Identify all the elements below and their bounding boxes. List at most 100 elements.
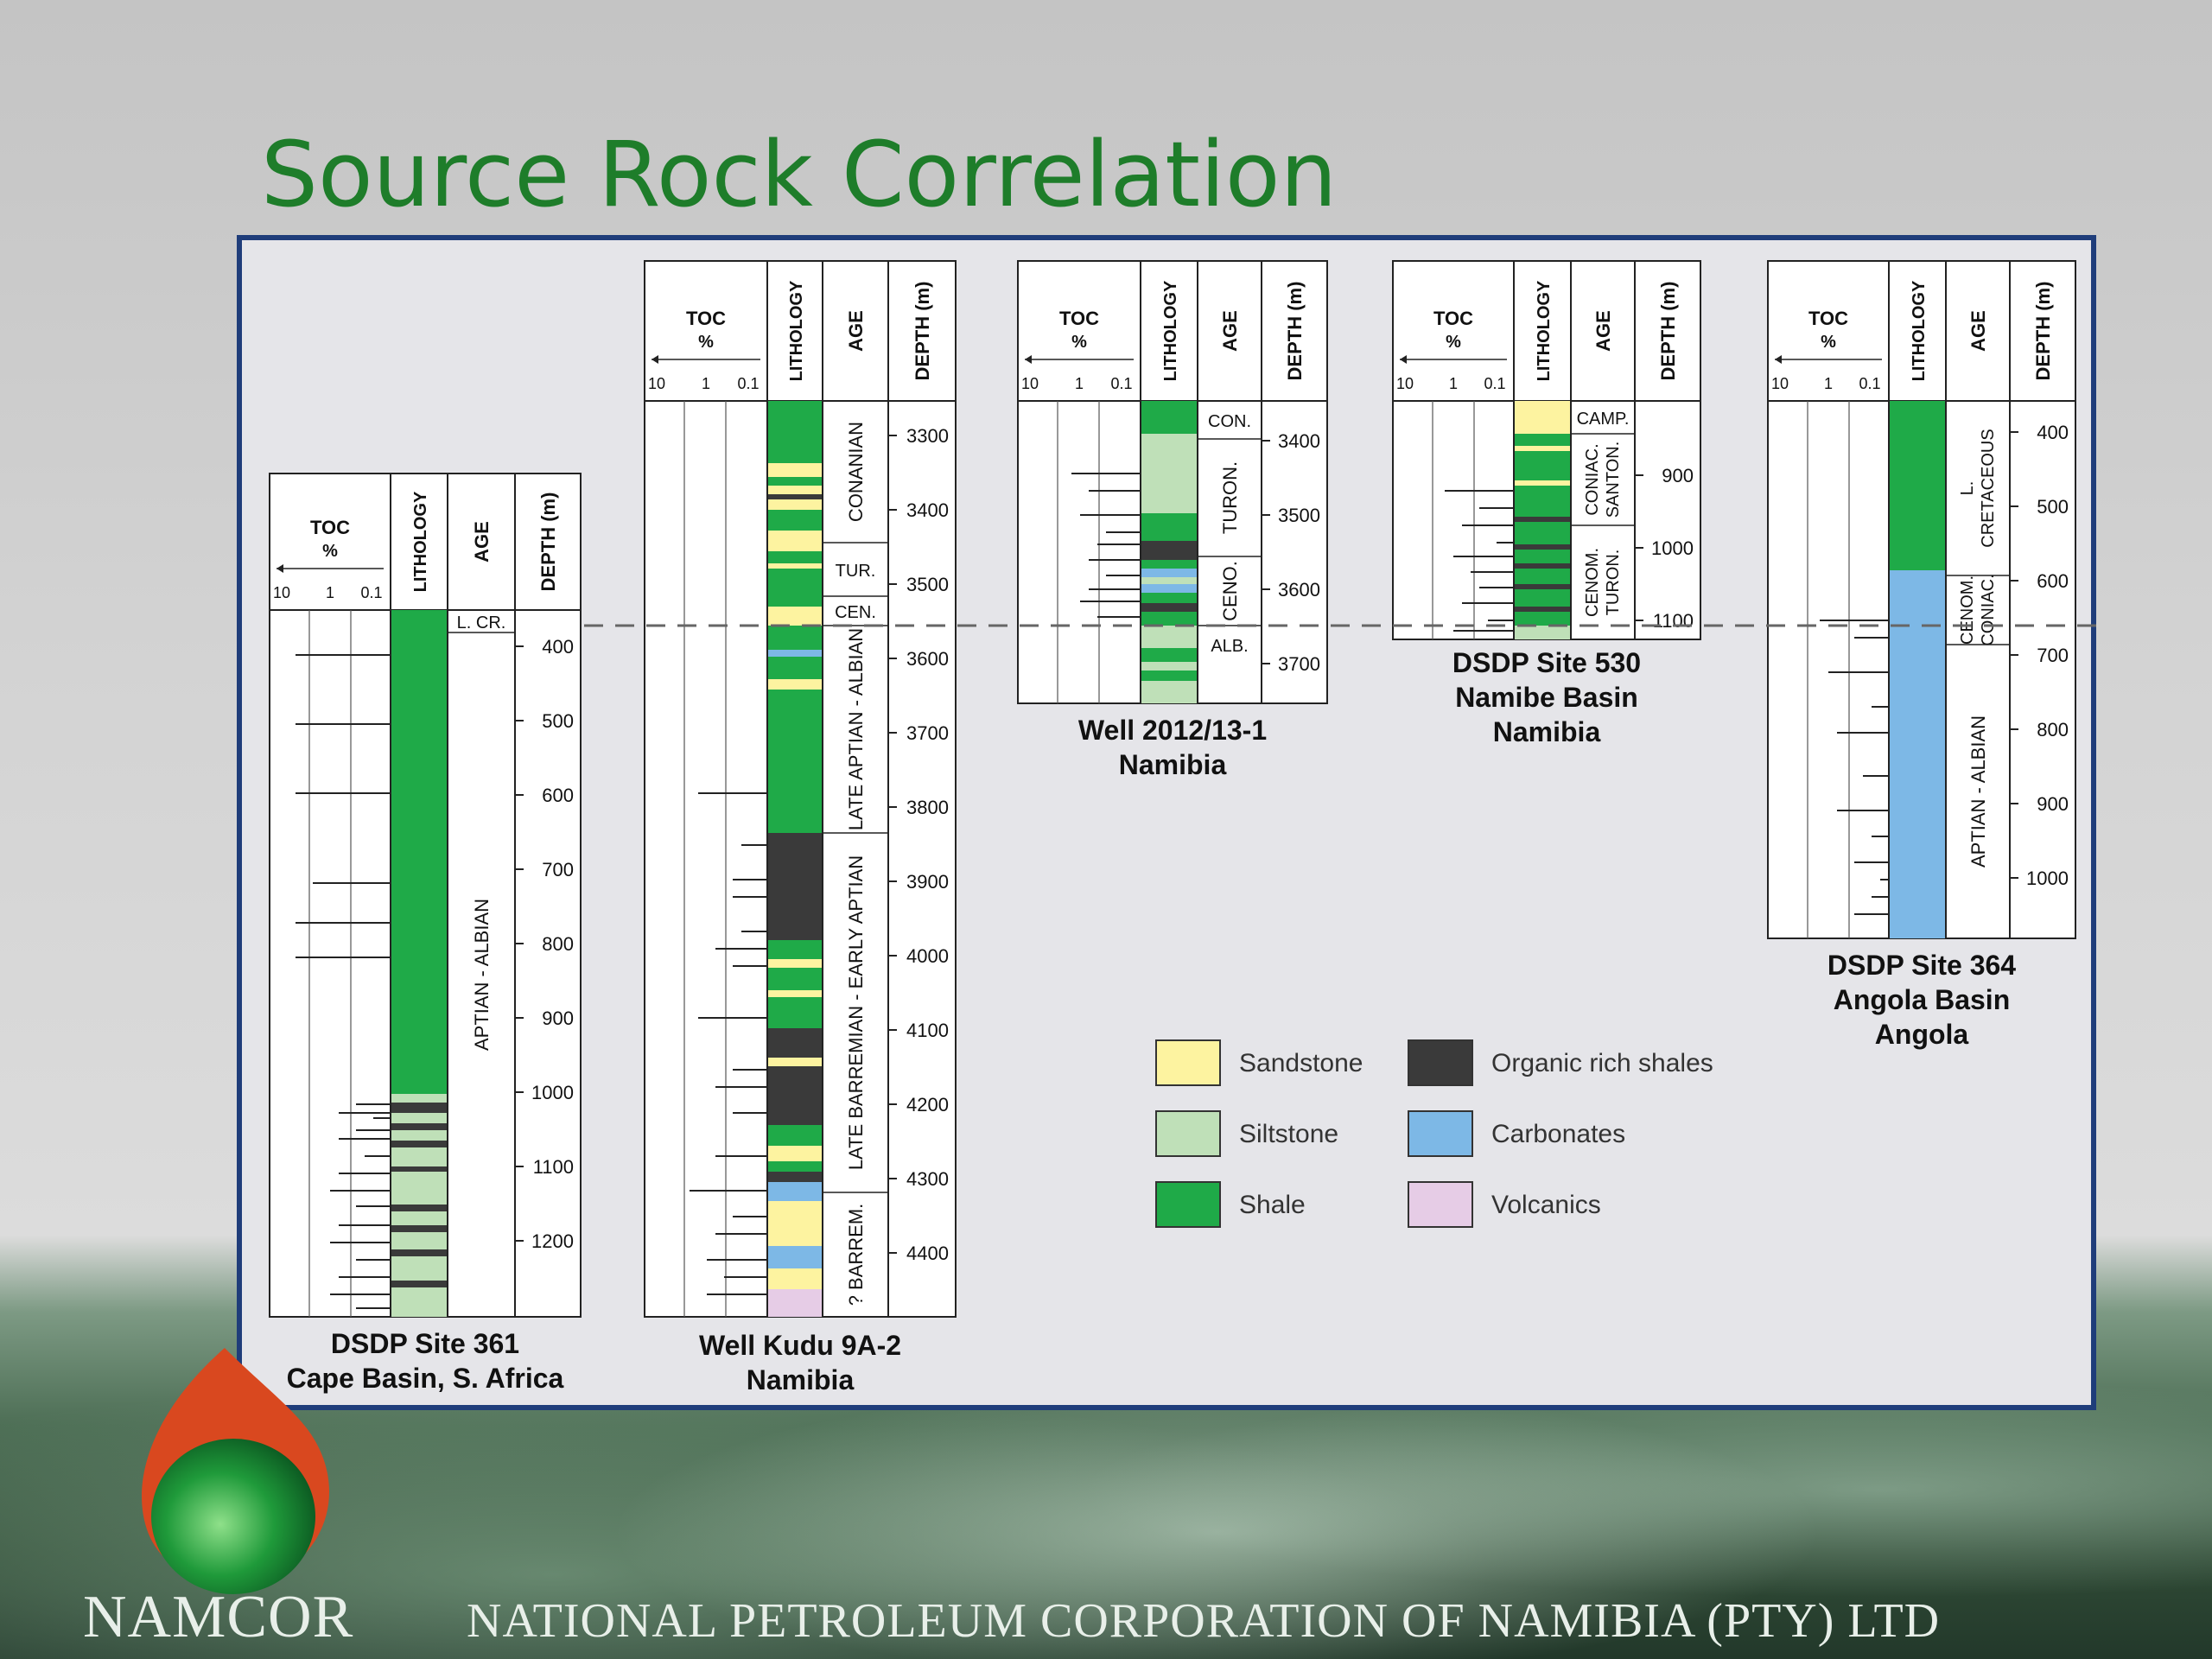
- depth-tick-label: 500: [2037, 496, 2069, 518]
- lithology-bed: [1515, 563, 1570, 569]
- depth-tick-label: 3600: [906, 648, 949, 670]
- lithology-bed: [768, 1201, 822, 1246]
- lithology-bed: [1141, 603, 1197, 612]
- age-label: AGE: [1219, 310, 1241, 352]
- lithology-bed: [391, 1232, 447, 1249]
- age-name: L. CR.: [457, 613, 506, 632]
- toc-tick-label: 1: [1075, 375, 1084, 392]
- lithology-bed: [1890, 570, 1945, 938]
- age-label: AGE: [1967, 310, 1989, 352]
- depth-label: DEPTH (m): [1657, 282, 1679, 381]
- lithology-bed: [768, 563, 822, 569]
- depth-tick-label: 3500: [906, 574, 949, 595]
- lithology-bed: [1515, 434, 1570, 446]
- lithology-bed: [391, 1225, 447, 1232]
- lithology-bed: [391, 1172, 447, 1205]
- lithology-bed: [1890, 401, 1945, 570]
- depth-tick-label: 3500: [1278, 505, 1320, 526]
- age-name: CENOM.: [1958, 575, 1977, 645]
- toc-arrowhead: [1775, 355, 1782, 364]
- depth-tick-label: 1200: [531, 1230, 574, 1252]
- lithology-bed: [1515, 607, 1570, 612]
- depth-tick-label: 4100: [906, 1020, 949, 1041]
- lithology-bed: [768, 1161, 822, 1172]
- well-caption: Namibia: [1119, 749, 1227, 780]
- lithology-bed: [1141, 662, 1197, 671]
- depth-tick-label: 1100: [1653, 610, 1694, 632]
- lithology-bed: [391, 1094, 447, 1103]
- lithology-bed: [768, 657, 822, 679]
- toc-unit: %: [698, 333, 714, 352]
- lithology-bed: [768, 626, 822, 650]
- lithology-bed: [391, 1147, 447, 1166]
- lithology-bed: [1141, 584, 1197, 593]
- toc-tick-label: 0.1: [1484, 375, 1505, 392]
- legend-swatch: [1408, 1181, 1473, 1228]
- depth-tick-label: 900: [1662, 465, 1694, 486]
- lithology-bed: [768, 463, 822, 477]
- age-name: TURON.: [1604, 550, 1623, 616]
- toc-arrowhead: [276, 564, 283, 573]
- legend-swatch: [1155, 1039, 1221, 1086]
- lithology-bed: [1141, 569, 1197, 577]
- depth-label: DEPTH (m): [1284, 282, 1306, 381]
- lithology-bed: [768, 1125, 822, 1146]
- lithology-bed: [1141, 401, 1197, 434]
- depth-tick-label: 800: [2037, 719, 2069, 741]
- age-name: TUR.: [836, 562, 876, 581]
- depth-tick-label: 3400: [1278, 430, 1320, 452]
- lithology-bed: [768, 1066, 822, 1125]
- lithology-bed: [1141, 541, 1197, 560]
- lithology-bed: [1141, 593, 1197, 603]
- legend-swatch: [1408, 1110, 1473, 1157]
- lithology-bed: [391, 1205, 447, 1211]
- depth-tick-label: 500: [542, 710, 574, 732]
- legend-label: Shale: [1239, 1191, 1306, 1219]
- lithology-bed: [1515, 446, 1570, 451]
- lithology-bed: [768, 401, 822, 463]
- toc-label: TOC: [1808, 308, 1848, 329]
- namcor-logo: [142, 1348, 330, 1594]
- depth-tick-label: 800: [542, 933, 574, 955]
- lithology-bed: [391, 1130, 447, 1141]
- age-label: AGE: [471, 521, 493, 563]
- lithology-bed: [768, 1289, 822, 1317]
- age-name: SANTON.: [1604, 442, 1623, 518]
- toc-unit: %: [1446, 333, 1461, 352]
- lithology-bed: [768, 968, 822, 990]
- well-caption: Well 2012/13-1: [1078, 715, 1267, 746]
- lithology-bed: [1515, 544, 1570, 550]
- legend-swatch: [1155, 1181, 1221, 1228]
- toc-arrowhead: [1025, 355, 1032, 364]
- age-name: L.: [1958, 481, 1977, 496]
- legend-swatch: [1155, 1110, 1221, 1157]
- lithology-bed: [1515, 522, 1570, 544]
- depth-tick-label: 4300: [906, 1168, 949, 1190]
- lithology-bed: [391, 1141, 447, 1147]
- depth-tick-label: 3900: [906, 871, 949, 893]
- lithology-bed: [391, 1281, 447, 1287]
- depth-tick-label: 1000: [2026, 868, 2069, 889]
- well-caption: DSDP Site 361: [331, 1328, 519, 1359]
- depth-label: DEPTH (m): [2032, 282, 2054, 381]
- lithology-label: LITHOLOGY: [411, 491, 430, 592]
- legend-swatch: [1408, 1039, 1473, 1086]
- lithology-bed: [768, 690, 822, 833]
- legend-label: Organic rich shales: [1491, 1049, 1713, 1077]
- lithology-bed: [768, 1172, 822, 1182]
- lithology-bed: [1141, 626, 1197, 648]
- lithology-bed: [768, 607, 822, 626]
- lithology-bed: [768, 1246, 822, 1268]
- lithology-bed: [1515, 517, 1570, 522]
- lithology-bed: [391, 1123, 447, 1130]
- toc-arrowhead: [1400, 355, 1407, 364]
- toc-tick-label: 0.1: [737, 375, 759, 392]
- depth-tick-label: 900: [2037, 793, 2069, 815]
- toc-tick-label: 10: [1396, 375, 1414, 392]
- lithology-bed: [1141, 434, 1197, 513]
- lithology-bed: [768, 477, 822, 486]
- toc-tick-label: 0.1: [1110, 375, 1132, 392]
- age-name: ? BARREM.: [845, 1204, 867, 1306]
